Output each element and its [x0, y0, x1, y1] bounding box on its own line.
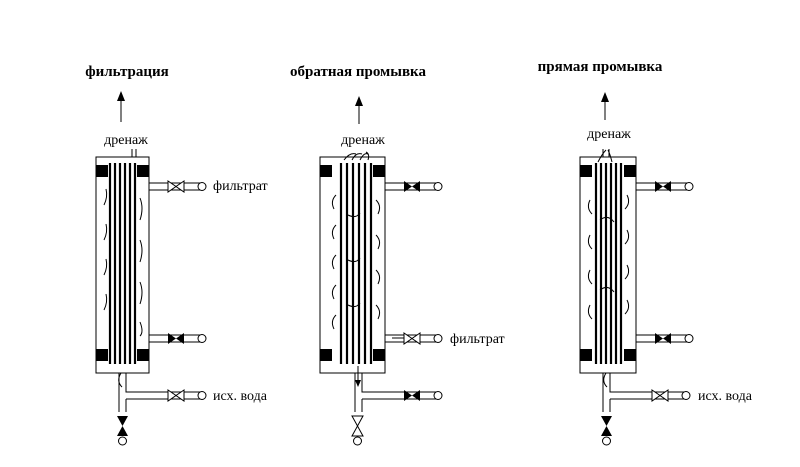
panel-filtration: фильтрация дренаж: [85, 64, 268, 446]
feed-line: [118, 372, 207, 412]
fiber-bundle: [594, 163, 623, 364]
module-housing: [579, 156, 637, 374]
label-drain: дренаж: [104, 133, 148, 148]
label-feed: исх. вода: [213, 389, 268, 404]
panel-title: фильтрация: [85, 64, 169, 80]
outlet-arrow: [117, 91, 125, 122]
label-drain: дренаж: [587, 127, 631, 142]
feed-line: [602, 372, 691, 412]
drain-valve: [117, 416, 128, 446]
fiber-bundle: [108, 163, 137, 364]
label-drain: дренаж: [341, 133, 385, 148]
fiber-bundle: [339, 163, 373, 364]
panel-title: прямая промывка: [538, 59, 663, 75]
permeate-line-lower: [149, 333, 207, 344]
permeate-line-lower: [385, 332, 443, 345]
permeate-line-upper: [385, 181, 443, 192]
permeate-line-upper: [149, 180, 207, 193]
permeate-line-lower: [636, 333, 694, 344]
flow-lines: [331, 194, 381, 330]
drain-valve: [351, 415, 364, 446]
module-housing: [95, 156, 150, 374]
panel-forward-flush: прямая промывка дренаж: [538, 59, 753, 446]
drain-valve: [601, 416, 612, 446]
panel-title: обратная промывка: [290, 64, 426, 80]
feed-line: [354, 366, 443, 412]
label-permeate: фильтрат: [450, 332, 505, 347]
label-permeate: фильтрат: [213, 179, 268, 194]
outlet-arrow: [601, 92, 609, 120]
top-port: [131, 149, 137, 157]
flow-lines: [103, 188, 143, 337]
panel-backwash: обратная промывка дренаж: [290, 64, 505, 446]
flow-lines: [587, 194, 630, 320]
top-port: [343, 151, 370, 161]
outlet-arrow: [355, 96, 363, 124]
permeate-line-upper: [636, 181, 694, 192]
label-feed: исх. вода: [698, 389, 753, 404]
